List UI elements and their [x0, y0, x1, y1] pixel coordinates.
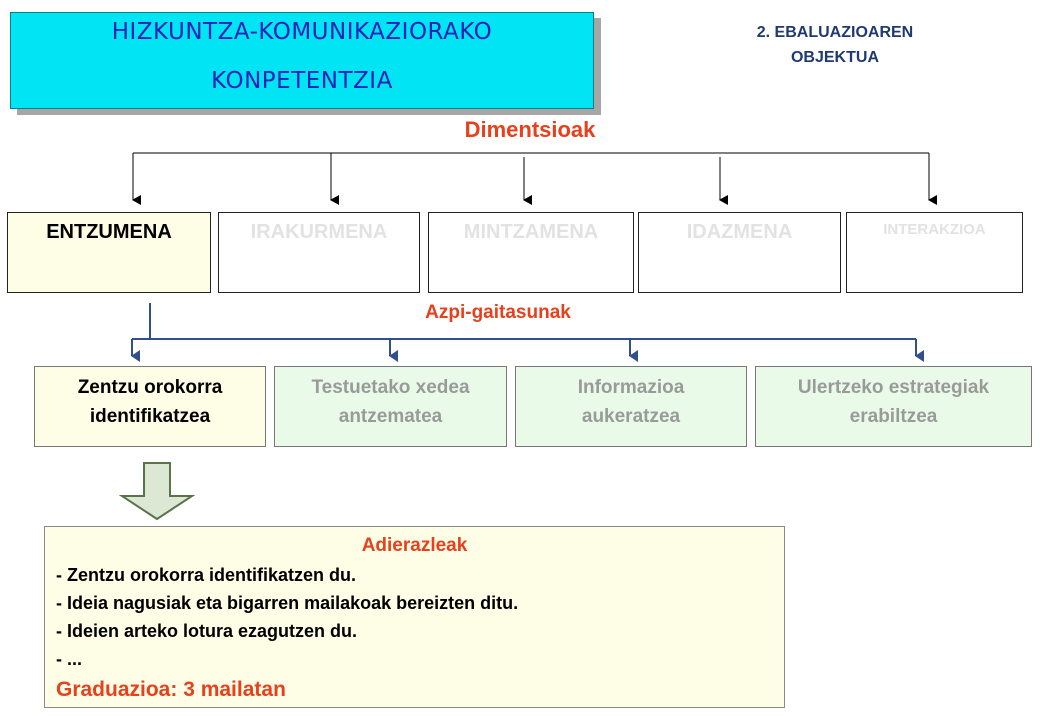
down-arrow-icon	[118, 462, 196, 521]
dimensions-label: Dimentsioak	[464, 117, 596, 142]
subskill-line-1: Informazioa	[577, 377, 685, 398]
subskill-box-text-purpose: Testuetako xedea antzematea	[274, 366, 507, 447]
dimension-box-entzumena: ENTZUMENA	[7, 212, 211, 293]
objective-line-1: 2. EBALUAZIOAREN	[756, 24, 914, 41]
dimension-box-irakurmena: IRAKURMENA	[218, 212, 420, 293]
subskill-line-2: identifikatzea	[89, 406, 211, 427]
indicator-item: - Ideia nagusiak eta bigarren mailakoak …	[56, 593, 519, 613]
indicator-item: - Ideien arteko lotura ezagutzen du.	[56, 621, 358, 641]
title-line-2: KONPETENTZIA	[211, 68, 393, 94]
dimension-box-idazmena: IDAZMENA	[638, 212, 841, 293]
dimension-box-interakzioa: INTERAKZIOA	[846, 212, 1023, 293]
indicators-box: Adierazleak - Zentzu orokorra identifika…	[44, 526, 785, 708]
subskill-line-1: Zentzu orokorra	[77, 377, 223, 398]
title-line-1: HIZKUNTZA-KOMUNIKAZIORAKO	[111, 19, 493, 45]
subskill-box-general-meaning: Zentzu orokorra identifikatzea	[34, 366, 266, 447]
objective-line-2: OBJEKTUA	[790, 49, 879, 66]
subskill-line-1: Ulertzeko estrategiak	[797, 377, 990, 398]
subskill-line-2: aukeratzea	[581, 406, 681, 427]
grading-text: Graduazioa: 3 mailatan	[56, 678, 286, 701]
dimension-box-mintzamena: MINTZAMENA	[428, 212, 634, 293]
indicator-item: - ...	[56, 649, 82, 669]
indicators-title: Adierazleak	[361, 535, 468, 556]
subskills-label: Azpi-gaitasunak	[425, 302, 571, 323]
subskills-connector	[131, 303, 924, 362]
evaluation-objective-heading: 2. EBALUAZIOAREN OBJEKTUA	[715, 20, 955, 70]
indicator-item: - Zentzu orokorra identifikatzen du.	[56, 565, 357, 585]
subskill-line-2: erabiltzea	[849, 406, 938, 427]
subskill-line-1: Testuetako xedea	[311, 377, 470, 398]
title-banner: HIZKUNTZA-KOMUNIKAZIORAKO KONPETENTZIA	[10, 12, 594, 109]
subskill-box-strategies: Ulertzeko estrategiak erabiltzea	[755, 366, 1032, 447]
subskill-line-2: antzematea	[338, 406, 443, 427]
dimensions-connector	[132, 152, 937, 205]
subskill-box-information: Informazioa aukeratzea	[515, 366, 747, 447]
